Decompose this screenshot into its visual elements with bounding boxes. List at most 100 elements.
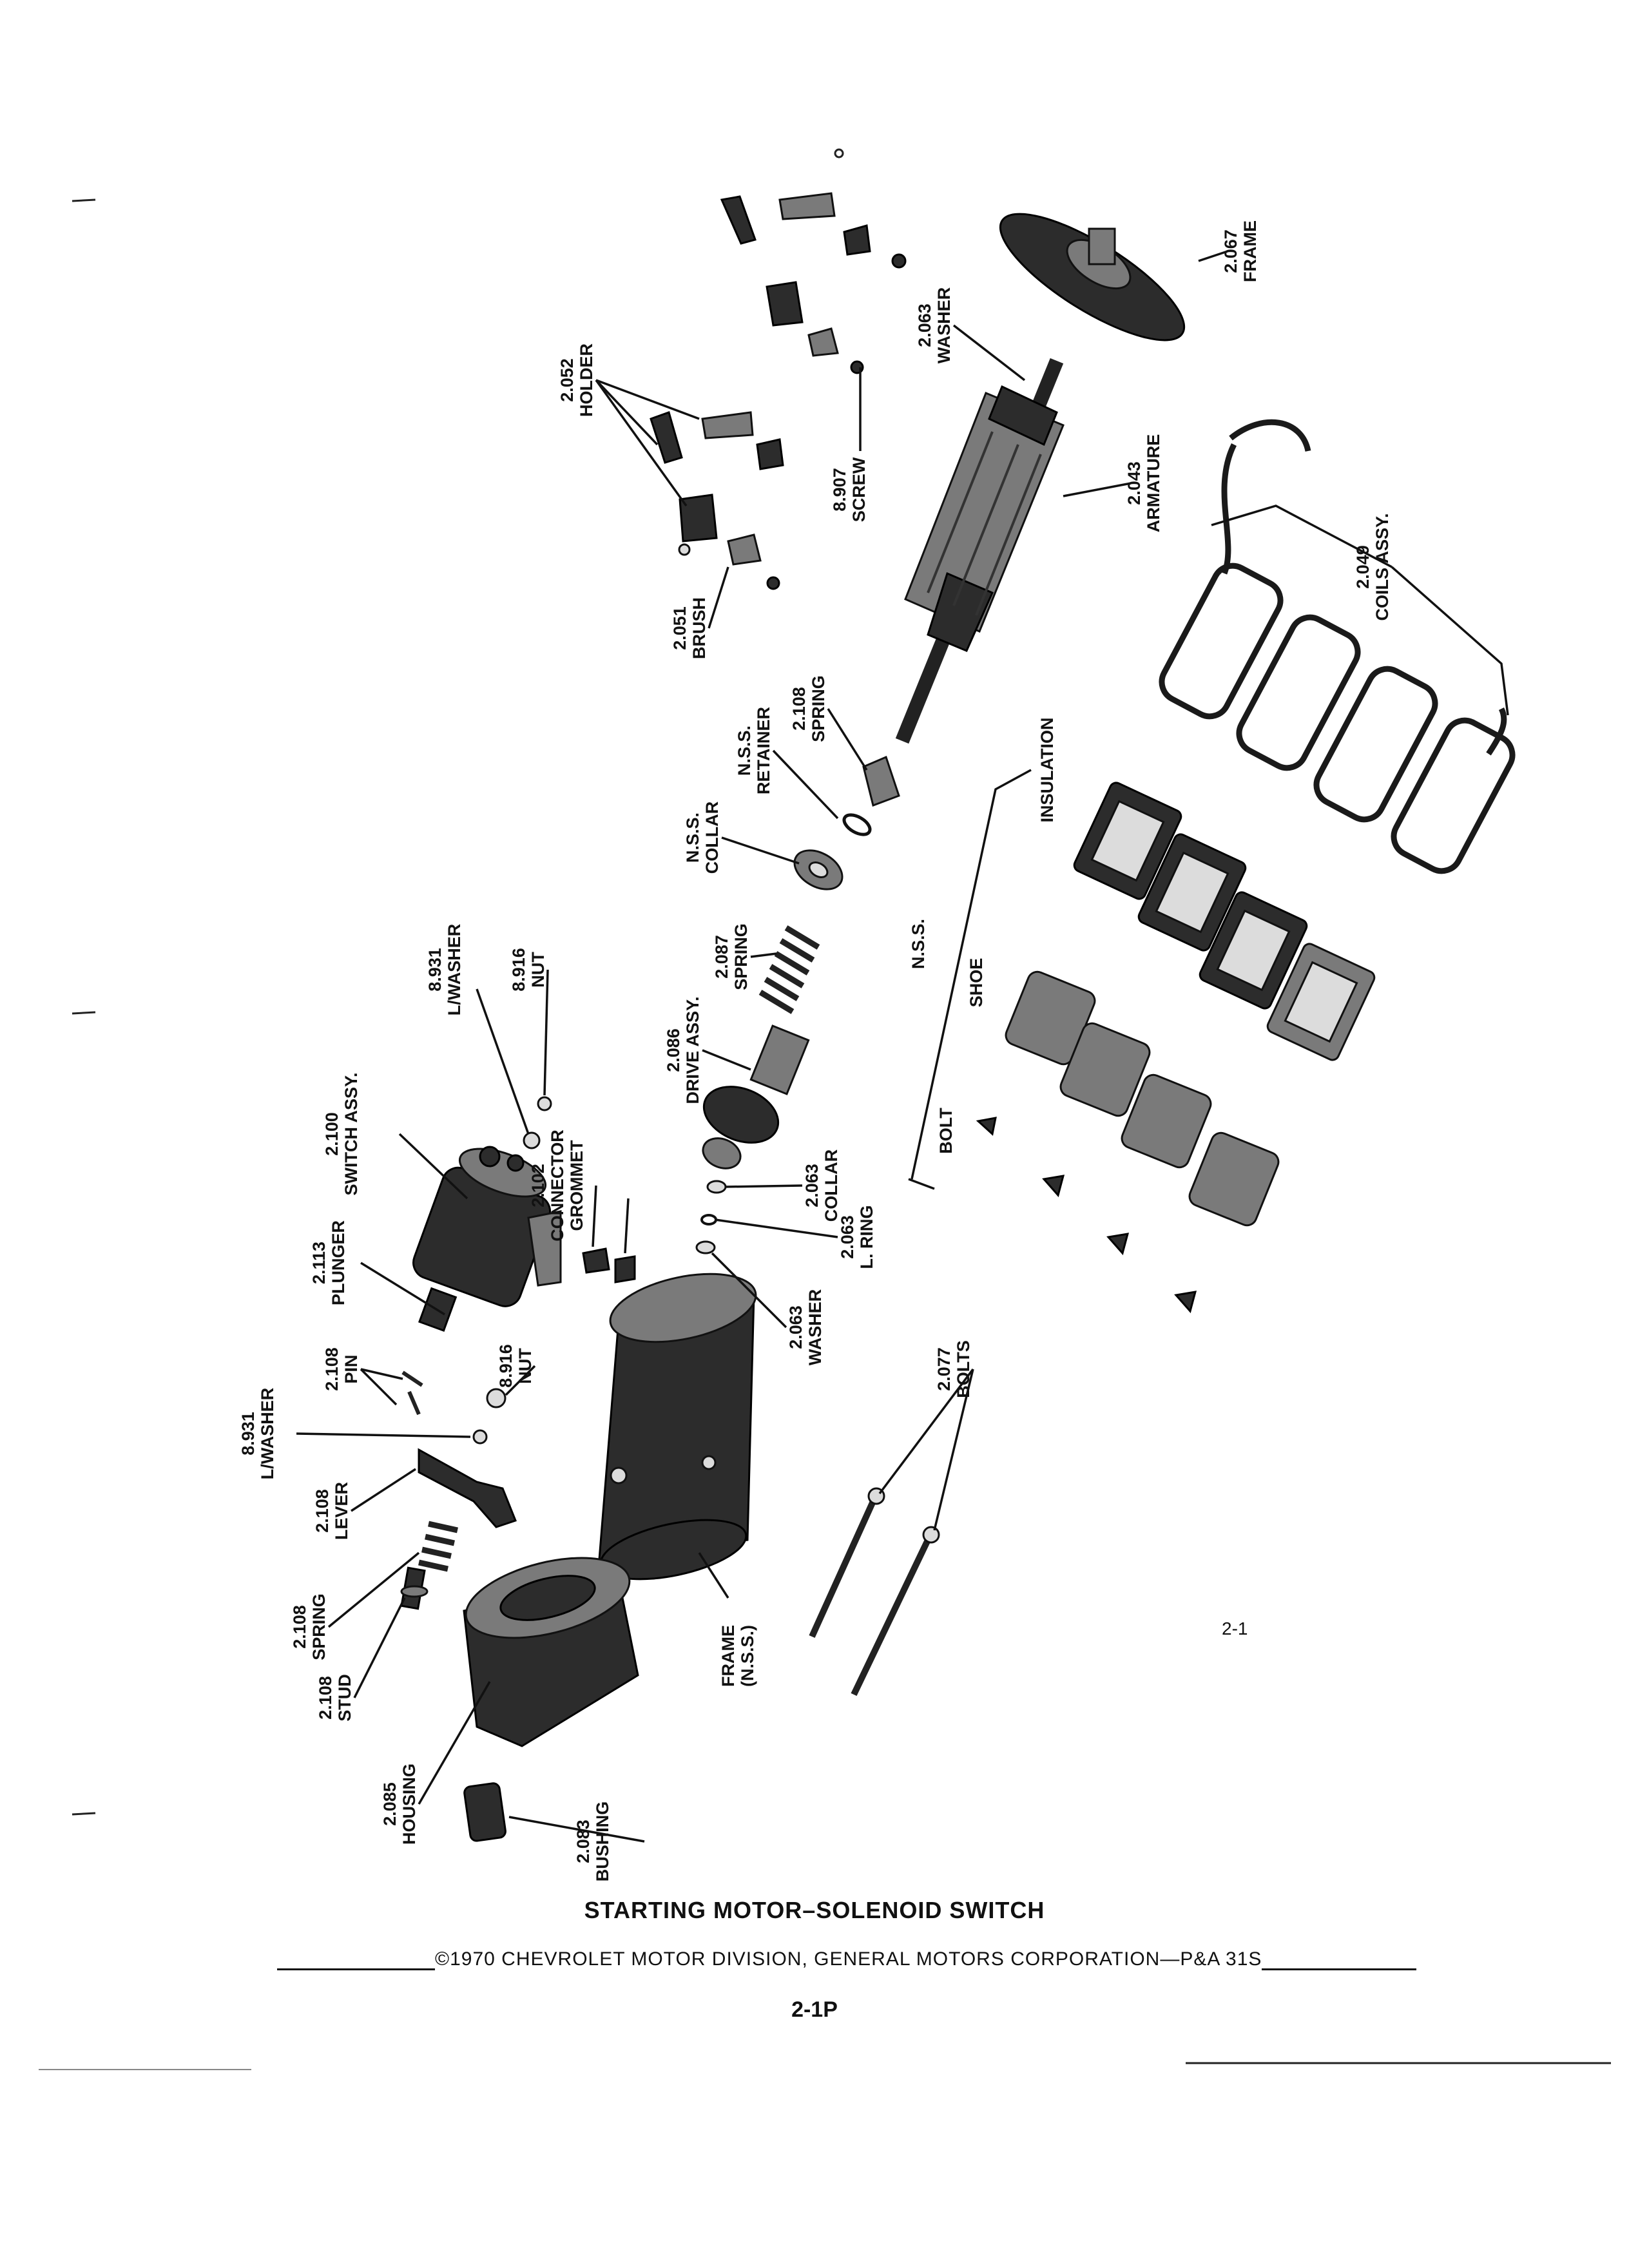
label-bushing-2083: 2.083BUSHING <box>574 1802 612 1882</box>
label-plunger-2113: 2.113PLUNGER <box>309 1220 348 1305</box>
label-line: ARMATURE <box>1144 434 1163 532</box>
label-line: 8.916 <box>509 948 528 992</box>
label-line: N.S.S. <box>735 726 754 776</box>
label-line: 2.113 <box>309 1242 329 1284</box>
copyright-line: ©1970 CHEVROLET MOTOR DIVISION, GENERAL … <box>277 1948 1501 1970</box>
commutator-end-frame-part <box>999 213 1186 341</box>
label-nut-8916-top: 8.916NUT <box>509 948 548 992</box>
label-frame-nss: FRAME(N.S.S.) <box>718 1625 757 1687</box>
label-line: 8.931 <box>425 948 445 992</box>
label-line: PIN <box>342 1354 361 1383</box>
bushing-part <box>463 1782 506 1842</box>
label-line: SPRING <box>309 1593 329 1660</box>
label-line: BRUSH <box>689 597 709 659</box>
label-collar-2063: 2.063COLLAR <box>802 1149 841 1222</box>
label-line: WASHER <box>805 1289 825 1366</box>
label-line: CONNECTOR <box>548 1129 567 1242</box>
label-spring-2108-bottom: 2.108SPRING <box>290 1593 329 1660</box>
label-screw-8907: 8.907SCREW <box>830 457 869 522</box>
label-line: 2.108 <box>316 1676 335 1720</box>
label-line: L/WASHER <box>445 924 464 1016</box>
label-line: DRIVE ASSY. <box>683 996 702 1104</box>
label-bolt: BOLT <box>936 1108 956 1154</box>
leader-lines <box>296 250 1509 1843</box>
label-nss-shoe: N.S.S. <box>909 919 928 969</box>
label-line: 2.085 <box>380 1782 400 1826</box>
pole-shoe-part <box>1005 970 1280 1227</box>
label-line: 8.916 <box>496 1344 516 1388</box>
label-line: N.S.S. <box>683 812 702 863</box>
label-washer-2063-bottom: 2.063WASHER <box>786 1289 825 1366</box>
label-line: HOUSING <box>400 1763 419 1845</box>
label-line: COLLAR <box>702 802 722 874</box>
label-shoe: SHOE <box>967 958 986 1008</box>
collar-ring-washer-small-parts <box>695 1180 727 1254</box>
label-line: COILS ASSY. <box>1373 513 1392 620</box>
label-line: FRAME <box>1240 220 1260 282</box>
label-line: 2.043 <box>1124 461 1144 505</box>
label-armature-2043: 2.043ARMATURE <box>1124 434 1163 532</box>
label-line: BOLTS <box>954 1340 973 1398</box>
label-line: 2.051 <box>670 606 689 650</box>
label-holder-2052: 2.052HOLDER <box>557 343 596 417</box>
label-connector-2102: 2.102CONNECTORGROMMET <box>528 1129 586 1242</box>
connector-grommet-part <box>582 1247 636 1283</box>
label-bolts-2077: 2.077BOLTS <box>934 1340 973 1398</box>
label-coils-2049: 2.049COILS ASSY. <box>1353 513 1392 620</box>
label-line: 2.049 <box>1353 545 1373 589</box>
label-nut-8916-bottom: 8.916NUT <box>496 1344 535 1388</box>
drive-spring-part <box>758 925 820 1014</box>
label-line: SPRING <box>731 923 751 990</box>
label-line: 2.063 <box>786 1305 805 1349</box>
label-line: 2.108 <box>313 1489 332 1533</box>
lever-pin-nut-washer-parts <box>401 1370 517 1528</box>
label-line: 2.100 <box>322 1112 342 1156</box>
label-line: INSULATION <box>1037 718 1057 823</box>
label-lwasher-8931-bottom: 8.931L/WASHER <box>238 1388 277 1480</box>
label-line: 2.086 <box>664 1028 683 1072</box>
stud-part <box>400 1566 429 1610</box>
label-retainer-nss: N.S.S.RETAINER <box>735 707 773 794</box>
label-line: GROMMET <box>567 1140 586 1231</box>
label-line: HOLDER <box>577 343 596 417</box>
label-line: SPRING <box>809 675 828 742</box>
label-line: COLLAR <box>822 1149 841 1222</box>
label-line: 2.108 <box>789 687 809 731</box>
label-washer-2063-top: 2.063WASHER <box>915 287 954 364</box>
label-line: SCREW <box>849 457 869 522</box>
label-line: 2.102 <box>528 1164 548 1207</box>
insulation-part <box>1073 782 1376 1061</box>
brush-holder-set-upper <box>720 192 907 374</box>
switch-washer-nut-parts <box>523 1096 552 1149</box>
label-line: STUD <box>335 1674 354 1722</box>
copyright-text: ©1970 CHEVROLET MOTOR DIVISION, GENERAL … <box>435 1948 1262 1970</box>
field-coils-part <box>1159 419 1516 874</box>
label-line: N.S.S. <box>909 919 928 969</box>
label-frame-2067: 2.067FRAME <box>1221 220 1260 282</box>
part-labels: 2.067FRAME2.063WASHER2.052HOLDER8.907SCR… <box>238 220 1392 1881</box>
label-line: 2.108 <box>322 1347 342 1391</box>
label-line: 2.077 <box>934 1347 954 1391</box>
label-line: WASHER <box>934 287 954 364</box>
page-title: STARTING MOTOR–SOLENOID SWITCH <box>584 1897 1045 1923</box>
drive-assembly-part <box>702 1024 810 1169</box>
brush-holder-set-lower <box>650 411 784 590</box>
label-line: NUT <box>528 952 548 988</box>
label-line: RETAINER <box>754 707 773 794</box>
label-line: NUT <box>516 1348 535 1384</box>
drive-housing-part <box>463 1557 639 1747</box>
label-line: L/WASHER <box>258 1388 277 1480</box>
label-lever-2108: 2.108LEVER <box>313 1482 351 1540</box>
label-line: 2.063 <box>915 303 934 347</box>
drive-spring-retainer-collar-part <box>793 755 900 890</box>
figure-number: 2-1 <box>1222 1619 1248 1639</box>
label-line: SHOE <box>967 958 986 1008</box>
lever-spring-part <box>418 1521 458 1572</box>
label-spring-2087: 2.087SPRING <box>712 923 751 990</box>
label-line: 2.063 <box>838 1215 857 1259</box>
label-stud-2108: 2.108STUD <box>316 1674 354 1722</box>
label-line: PLUNGER <box>329 1220 348 1305</box>
label-line: 8.907 <box>830 468 849 512</box>
page-number: 2-1P <box>791 1997 838 2022</box>
